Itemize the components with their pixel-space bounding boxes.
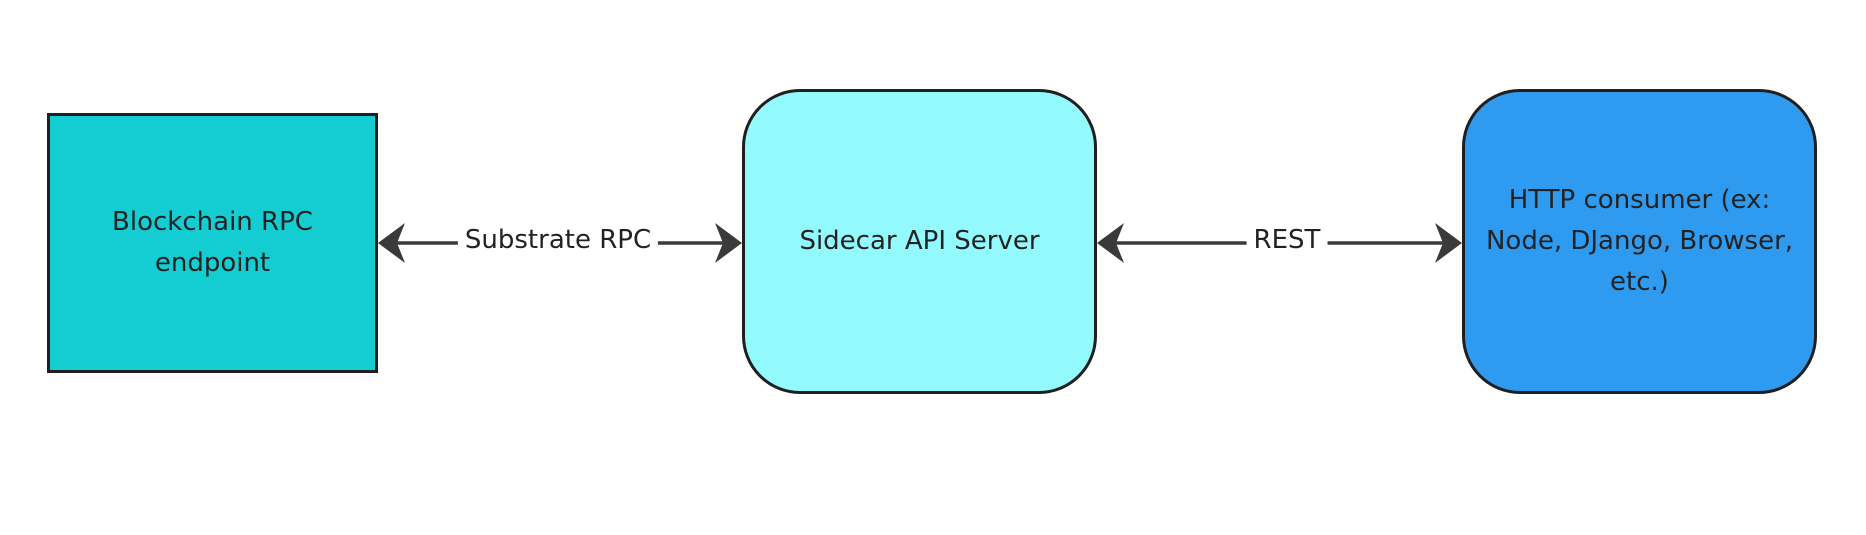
arrowhead-left-icon bbox=[1097, 223, 1124, 263]
arrowhead-right-icon bbox=[1435, 223, 1462, 263]
node-label: Sidecar API Server bbox=[799, 226, 1040, 256]
node-blockchain-rpc-endpoint: Blockchain RPC endpoint bbox=[47, 113, 378, 373]
node-label: HTTP consumer (ex: Node, DJango, Browser… bbox=[1485, 185, 1794, 297]
node-label: Blockchain RPC endpoint bbox=[112, 207, 313, 278]
arrowhead-right-icon bbox=[715, 223, 742, 263]
edge-label-substrate-rpc: Substrate RPC bbox=[457, 222, 659, 258]
edge-label-rest: REST bbox=[1246, 222, 1328, 258]
node-sidecar-api-server: Sidecar API Server bbox=[742, 89, 1097, 394]
arrowhead-left-icon bbox=[378, 223, 405, 263]
node-http-consumer: HTTP consumer (ex: Node, DJango, Browser… bbox=[1462, 89, 1817, 394]
